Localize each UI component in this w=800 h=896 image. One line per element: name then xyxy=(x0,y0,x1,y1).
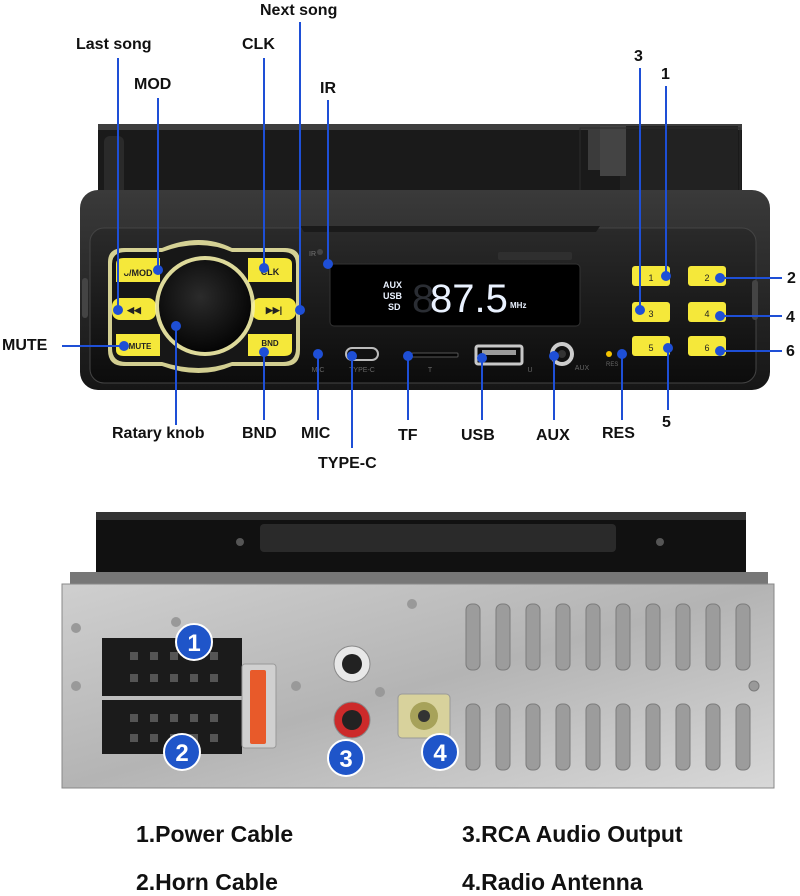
label-rotary-knob: Ratary knob xyxy=(112,425,205,442)
prev-button-label: ◀◀ xyxy=(126,305,142,315)
label-bnd: BND xyxy=(242,425,277,442)
preset-button-5[interactable]: 5 xyxy=(632,336,670,356)
label-preset-1-top: 1 xyxy=(661,66,670,83)
next-button-label: ▶▶| xyxy=(265,305,282,315)
preset-2-label: 2 xyxy=(704,273,709,283)
label-tf: TF xyxy=(398,427,418,444)
preset-3-label: 3 xyxy=(648,309,653,319)
label-preset-2: 2 xyxy=(787,270,796,287)
legend-power-cable: 1.Power Cable xyxy=(136,821,294,847)
label-type-c: TYPE-C xyxy=(318,455,377,472)
mod-button-label: ᴗ/MOD xyxy=(124,268,153,278)
preset-button-1[interactable]: 1 xyxy=(632,266,670,286)
bnd-button-label: BND xyxy=(261,339,279,348)
svg-text:8: 8 xyxy=(412,277,434,321)
bnd-button[interactable]: BND xyxy=(248,334,292,356)
label-usb: USB xyxy=(461,427,495,444)
badge-4-label: 4 xyxy=(433,740,447,767)
clk-button[interactable]: CLK xyxy=(248,258,292,282)
display-frequency: 87.5 xyxy=(430,277,508,321)
mute-button-label: MUTE xyxy=(129,342,152,351)
clk-button-label: CLK xyxy=(261,267,280,277)
badge-3: 3 xyxy=(327,739,365,777)
display-unit: MHz xyxy=(510,301,526,310)
display-source-usb: USB xyxy=(383,291,403,301)
label-mic: MIC xyxy=(301,425,331,442)
badge-2-label: 2 xyxy=(175,740,188,767)
next-button[interactable]: ▶▶| xyxy=(252,298,296,320)
legend-radio-antenna: 4.Radio Antenna xyxy=(462,869,643,895)
label-clk: CLK xyxy=(242,36,275,53)
legend-rca-audio: 3.RCA Audio Output xyxy=(462,821,683,847)
label-aux: AUX xyxy=(536,427,570,444)
mute-button[interactable]: MUTE xyxy=(116,334,160,356)
heatsink-vents xyxy=(465,603,760,771)
label-res: RES xyxy=(602,425,635,442)
aux-mark: AUX xyxy=(575,365,590,372)
ir-mark: IR xyxy=(309,251,316,258)
preset-4-label: 4 xyxy=(704,309,709,319)
prev-button[interactable]: ◀◀ xyxy=(112,298,156,320)
leader-lines xyxy=(62,22,782,448)
antenna-socket xyxy=(397,599,451,739)
res-mark: RES xyxy=(606,362,618,368)
badge-4: 4 xyxy=(421,733,459,771)
label-preset-3-top: 3 xyxy=(634,48,643,65)
label-mute: MUTE xyxy=(2,337,48,354)
display-source-aux: AUX xyxy=(383,280,402,290)
rotary-knob[interactable] xyxy=(155,256,255,356)
label-mod: MOD xyxy=(134,76,172,93)
tf-slot[interactable]: T xyxy=(411,352,459,374)
tf-mark: T xyxy=(428,367,433,374)
usb-mark: U xyxy=(527,367,532,374)
ir-sensor xyxy=(317,249,323,255)
rca-output xyxy=(333,645,385,739)
legend-horn-cable: 2.Horn Cable xyxy=(136,869,278,895)
usb-port[interactable]: U xyxy=(474,344,533,374)
res-button[interactable]: RES xyxy=(606,351,618,368)
badge-1-label: 1 xyxy=(187,630,200,657)
label-last-song: Last song xyxy=(76,36,152,53)
preset-5-label: 5 xyxy=(648,343,653,353)
mod-button[interactable]: ᴗ/MOD xyxy=(116,258,160,282)
label-preset-5: 5 xyxy=(662,414,671,431)
badge-2: 2 xyxy=(163,733,201,771)
preset-1-label: 1 xyxy=(648,273,653,283)
display-source-sd: SD xyxy=(388,302,401,312)
type-c-mark: TYPE-C xyxy=(349,367,375,374)
label-ir: IR xyxy=(320,80,336,97)
preset-6-label: 6 xyxy=(704,343,709,353)
lcd-display: AUX USB SD 8 87.5 MHz xyxy=(329,263,581,327)
label-preset-6: 6 xyxy=(786,343,795,360)
label-next-song: Next song xyxy=(260,2,338,19)
badge-3-label: 3 xyxy=(339,746,352,773)
label-preset-4: 4 xyxy=(786,309,795,326)
badge-1: 1 xyxy=(175,623,213,661)
